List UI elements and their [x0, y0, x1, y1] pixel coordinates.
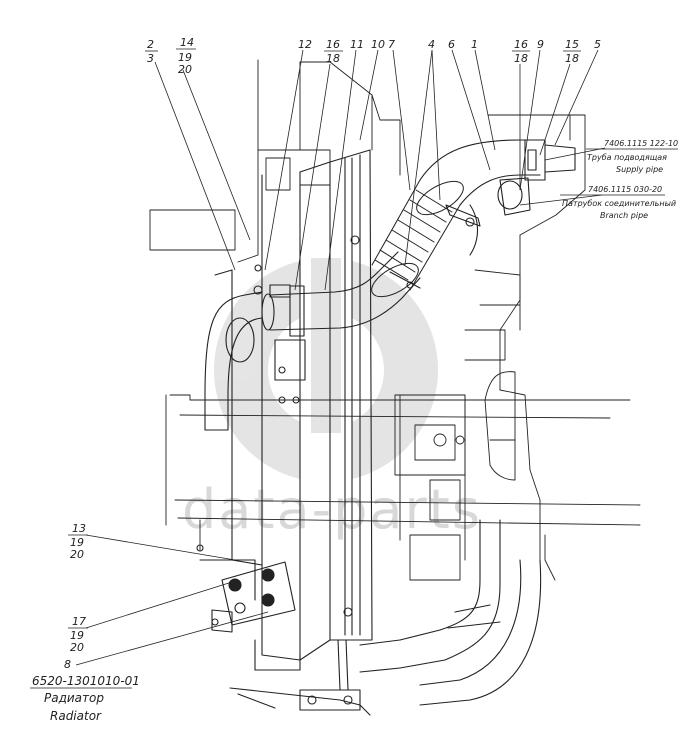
- part-labels: 7406.1115 122-10 Труба подводящая Supply…: [30, 139, 678, 723]
- branch-pipe-name-en: Branch pipe: [600, 211, 648, 220]
- radiator-name-en: Radiator: [50, 709, 102, 723]
- callout-20-bottom: 20: [70, 641, 84, 654]
- callout-19-lower: 19: [70, 536, 84, 549]
- watermark-text: data-parts: [182, 478, 482, 541]
- callout-15: 15: [565, 38, 579, 51]
- callout-1: 1: [471, 38, 478, 51]
- radiator-label: 6520-1301010-01 Радиатор Radiator: [30, 674, 140, 723]
- callout-12: 12: [298, 38, 312, 51]
- callout-16: 16: [326, 38, 340, 51]
- callout-11: 11: [350, 38, 364, 51]
- callout-14: 14: [180, 36, 194, 49]
- supply-pipe: [261, 251, 421, 381]
- callout-18-far: 18: [565, 52, 579, 65]
- callout-19: 19: [178, 51, 192, 64]
- callout-16-right: 16: [514, 38, 528, 51]
- callout-20: 20: [178, 63, 192, 76]
- supply-pipe-name-ru: Труба подводящая: [587, 153, 667, 162]
- callout-6: 6: [448, 38, 455, 51]
- supply-pipe-label: 7406.1115 122-10 Труба подводящая Supply…: [586, 139, 678, 174]
- watermark: data-parts: [182, 258, 482, 541]
- radiator-code: 6520-1301010-01: [32, 674, 140, 688]
- branch-pipe-label: 7406.1115 030-20 Патрубок соединительный…: [560, 185, 676, 220]
- radiator-name-ru: Радиатор: [44, 691, 104, 705]
- callout-18: 18: [326, 52, 340, 65]
- hose-clamps: [389, 204, 481, 289]
- bottom-bracket: [229, 639, 371, 716]
- mounting-flange: [221, 561, 296, 626]
- callout-10: 10: [371, 38, 385, 51]
- callout-5: 5: [594, 38, 601, 51]
- branch-pipe-name-ru: Патрубок соединительный: [562, 199, 676, 208]
- mechanical-drawing: [149, 59, 641, 716]
- right-mechanism: [394, 371, 516, 581]
- supply-pipe-name-en: Supply pipe: [616, 165, 663, 174]
- radiator-core: [199, 149, 373, 671]
- fasteners: [196, 235, 360, 626]
- corrugated-hose: [371, 179, 464, 298]
- radiator-elbow: [204, 291, 263, 431]
- leader-lines: [75, 49, 606, 666]
- callout-17: 17: [72, 615, 86, 628]
- lower-hose: [359, 519, 542, 706]
- callout-numbers: 2 3 14 19 20 12 16 18 11 10 7 4 6 1 16 1…: [64, 36, 601, 671]
- callout-13: 13: [72, 522, 86, 535]
- callout-20-lower: 20: [70, 548, 84, 561]
- callout-4: 4: [428, 38, 435, 51]
- supply-pipe-code: 7406.1115 122-10: [604, 139, 678, 148]
- callout-9: 9: [537, 38, 544, 51]
- engine-block-outline: [149, 59, 641, 581]
- callout-7: 7: [388, 38, 395, 51]
- branch-pipe: [419, 139, 576, 256]
- branch-pipe-code: 7406.1115 030-20: [588, 185, 662, 194]
- callout-2: 2: [147, 38, 154, 51]
- callout-18-right: 18: [514, 52, 528, 65]
- callout-3: 3: [147, 52, 154, 65]
- callout-19-bottom: 19: [70, 629, 84, 642]
- callout-8: 8: [64, 658, 71, 671]
